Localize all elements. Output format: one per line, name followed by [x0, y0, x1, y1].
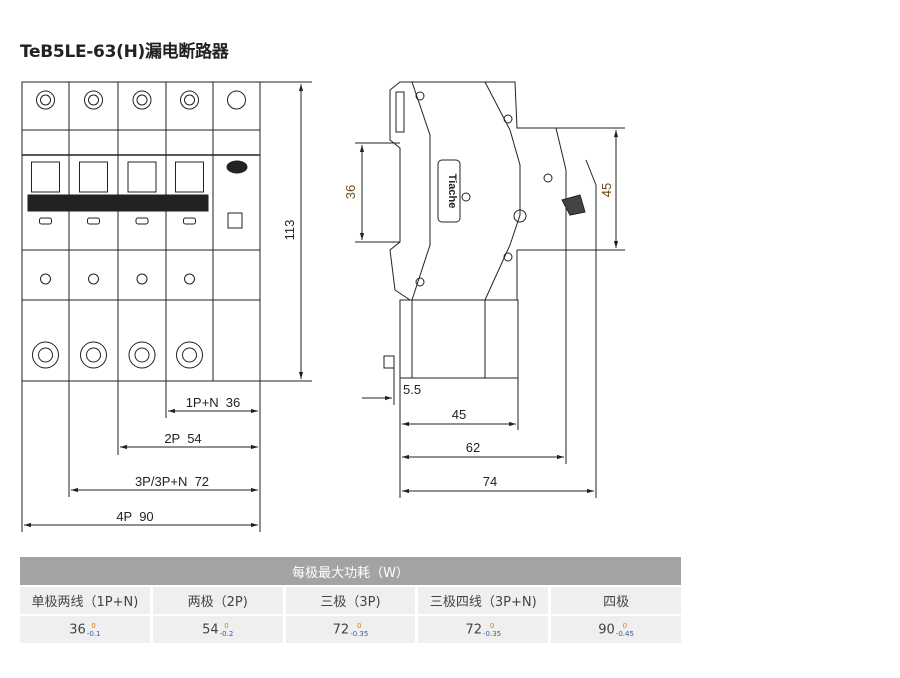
page-title: TeB5LE-63(H)漏电断路器: [20, 42, 229, 62]
tolerance-upper: 0: [622, 621, 628, 630]
pole-window: [175, 161, 204, 193]
indicator-slot: [87, 217, 100, 225]
tolerance-lower: -0.35: [350, 629, 369, 638]
bottom-terminal-screw-icon: [128, 341, 156, 369]
brand-logo: Tiache: [446, 174, 458, 209]
top-terminal-screw-icon: [84, 90, 103, 110]
front-dimensions: 113 1P+N 36 2P 54 3P/3P+N 72 4P 90: [21, 81, 312, 532]
screw-head: [88, 94, 99, 106]
offset-label: 5.5: [403, 382, 421, 397]
tolerance-upper: 0: [489, 621, 495, 630]
pole-window: [79, 161, 108, 193]
table-header: 每极最大功耗（W）: [20, 557, 681, 585]
value-base: 90: [598, 622, 615, 637]
top-terminal-screw-icon: [132, 90, 152, 110]
tolerance: 0-0.35: [350, 622, 368, 638]
bottom-terminal-screw-icon: [80, 341, 107, 369]
value-base: 54: [202, 622, 219, 637]
test-button: [226, 160, 248, 174]
tolerance: 0-0.2: [220, 622, 234, 638]
tolerance-lower: -0.2: [219, 629, 234, 638]
face-dimension-label: 45: [599, 183, 614, 197]
tolerance-lower: -0.35: [483, 629, 502, 638]
bottom-terminal-screw-icon: [32, 341, 59, 369]
screw-head: [136, 94, 148, 106]
technical-drawing: 113 1P+N 36 2P 54 3P/3P+N 72 4P 90 Tiach…: [21, 81, 625, 532]
screw-head: [182, 347, 197, 363]
screw-head: [38, 347, 53, 363]
value-base: 72: [332, 622, 350, 637]
marker-hole: [136, 273, 148, 285]
width-label-4p: 4P 90: [116, 509, 153, 524]
front-view: [21, 81, 261, 382]
marker-hole: [40, 273, 51, 285]
screw-head: [86, 347, 101, 363]
tolerance: 0-0.45: [616, 622, 634, 638]
value-base: 72: [465, 622, 482, 637]
column-header: 单极两线（1P+N): [20, 587, 150, 614]
depth-label-45: 45: [452, 407, 466, 422]
top-terminal-screw-icon: [227, 90, 246, 110]
tolerance: 0-0.1: [87, 622, 101, 638]
marker-hole: [88, 273, 99, 285]
tolerance-upper: 0: [91, 621, 96, 630]
tolerance-upper: 0: [224, 621, 229, 630]
side-view: Tiache: [383, 81, 597, 379]
screw-head: [40, 94, 51, 106]
width-label-1p-n: 1P+N 36: [186, 395, 241, 410]
indicator-slot: [183, 217, 196, 225]
bottom-terminal-screw-icon: [176, 341, 203, 369]
screw-head: [184, 94, 195, 106]
marker-hole: [184, 273, 195, 285]
screw-head: [134, 347, 150, 363]
tolerance: 0-0.35: [483, 622, 501, 638]
height-label: 113: [282, 220, 297, 241]
indicator-slot: [39, 217, 52, 225]
width-label-2p: 2P 54: [164, 431, 201, 446]
value-base: 36: [69, 622, 86, 637]
top-terminal-screw-icon: [36, 90, 55, 110]
column-header: 三极（3P): [285, 587, 416, 614]
column-header: 四极: [551, 587, 681, 614]
width-label-3p: 3P/3P+N 72: [135, 474, 209, 489]
tolerance-lower: -0.1: [86, 629, 101, 638]
column-header: 两极（2P): [152, 587, 283, 614]
side-dimensions: 36 45 5.5 45 62 74: [343, 127, 625, 498]
indicator-slot: [135, 217, 149, 225]
tolerance-lower: -0.45: [615, 629, 634, 638]
depth-label-62: 62: [466, 440, 480, 455]
power-loss-table: 每极最大功耗（W） 单极两线（1P+N)两极（2P)三极（3P)三极四线（3P+…: [17, 555, 684, 645]
handle-bar: [27, 194, 209, 212]
depth-label-74: 74: [483, 474, 497, 489]
column-header: 三极四线（3P+N): [418, 587, 549, 614]
rail-dimension-label: 36: [343, 185, 358, 199]
tolerance-upper: 0: [357, 621, 362, 630]
pole-window: [127, 161, 157, 193]
pole-window: [31, 161, 60, 193]
top-terminal-screw-icon: [180, 90, 199, 110]
